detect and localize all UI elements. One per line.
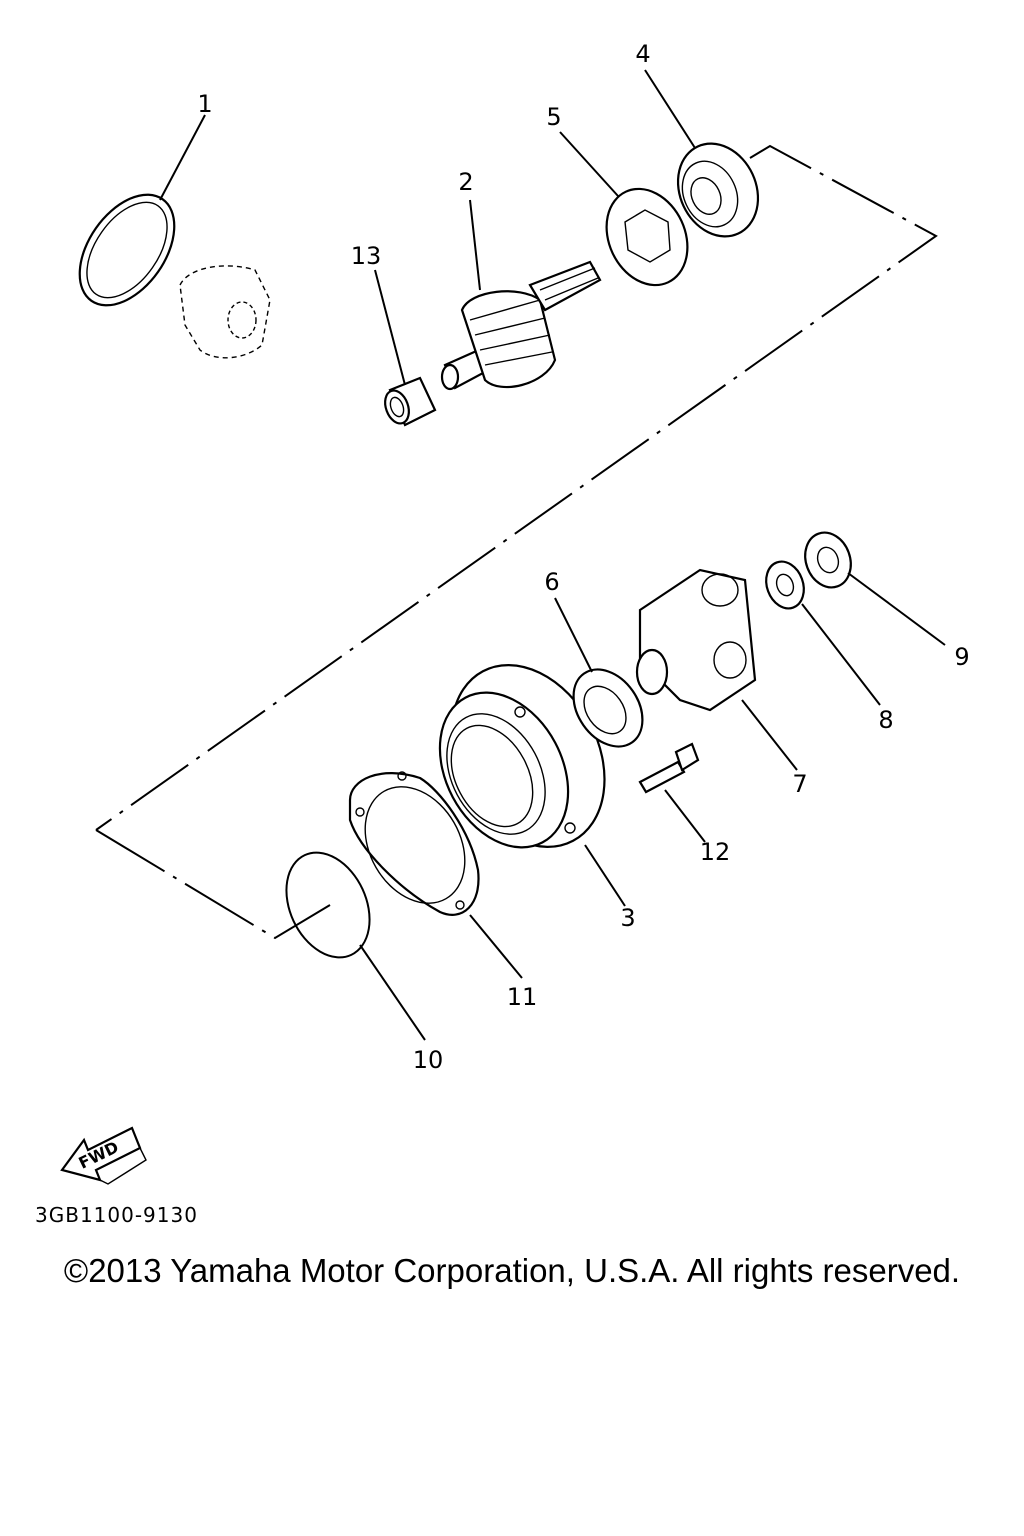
callout-2: 2 [458,168,473,196]
callout-9: 9 [954,643,969,671]
lower-assembly-bracket [95,829,331,940]
callout-8: 8 [878,706,893,734]
callout-13: 13 [351,242,382,270]
upper-assembly-bracket [95,144,938,831]
fwd-arrow-icon: FWD [60,1126,147,1185]
callout-5: 5 [546,103,561,131]
part-2-gear-shaft [440,260,602,391]
callout-6: 6 [544,568,559,596]
diagram-code: 3GB1100-9130 [35,1203,198,1227]
part-5-oil-seal [605,187,689,287]
callout-4: 4 [635,40,650,68]
part-3-bearing-housing [438,663,606,849]
reference-gear-outline [179,265,271,359]
leader-lines [159,69,946,1041]
part-9-nut [804,531,852,589]
part-11-gasket [348,771,480,916]
callout-1: 1 [197,90,212,118]
part-13-needle-bearing [384,376,437,427]
callout-12: 12 [700,838,731,866]
part-1-o-ring [78,193,176,307]
part-6-oil-seal [572,668,644,748]
callout-3: 3 [620,904,635,932]
callout-7: 7 [792,770,807,798]
part-7-joint-yoke [635,568,757,712]
part-4-ball-bearing [676,142,760,238]
callout-10: 10 [413,1046,444,1074]
part-8-washer [765,560,805,610]
part-10-circlip [285,851,371,959]
callout-11: 11 [507,983,538,1011]
part-12-bolt [638,742,700,794]
copyright-notice: ©2013 Yamaha Motor Corporation, U.S.A. A… [63,1252,961,1289]
